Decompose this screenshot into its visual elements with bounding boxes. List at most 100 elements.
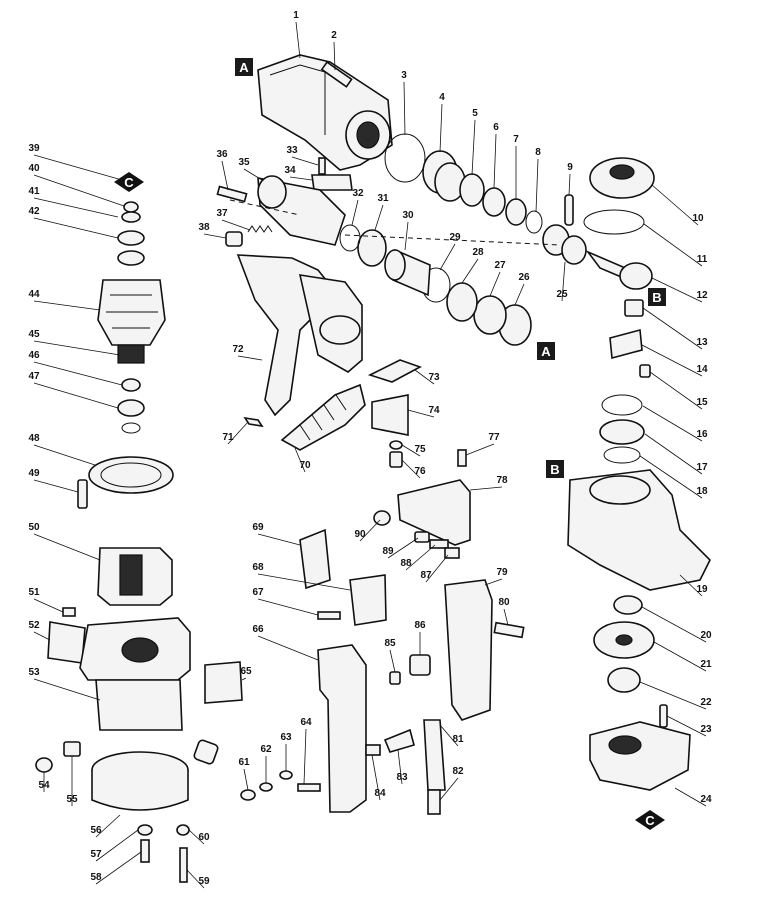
leader-line-13	[642, 307, 703, 350]
callout-25: 25	[556, 289, 568, 300]
part-60-washer	[176, 824, 190, 836]
callout-39: 39	[28, 143, 40, 154]
part-78-bracket	[397, 479, 471, 546]
callout-13: 13	[696, 337, 708, 348]
svg-text:C: C	[645, 813, 655, 828]
callout-54: 54	[38, 780, 50, 791]
callout-56: 56	[90, 825, 102, 836]
callout-66: 66	[252, 624, 264, 635]
callout-55: 55	[66, 794, 78, 805]
callout-37: 37	[216, 208, 228, 219]
leader-line-6	[493, 133, 497, 189]
part-9-pin	[564, 194, 574, 226]
part-44-armature	[97, 279, 166, 364]
callout-10: 10	[692, 213, 704, 224]
part-5-ring	[459, 173, 485, 207]
leader-line-65	[241, 677, 247, 681]
part-74-bracket	[371, 394, 409, 436]
leader-line-59	[186, 869, 205, 889]
callout-20: 20	[700, 630, 712, 641]
leader-line-74	[407, 409, 435, 418]
ref-tag-c-text-bottom: C	[645, 813, 655, 828]
callout-79: 79	[496, 567, 508, 578]
leader-line-87	[425, 554, 449, 583]
callout-72: 72	[232, 344, 244, 355]
callout-80: 80	[498, 597, 510, 608]
leader-line-75	[401, 444, 421, 457]
leader-line-19	[679, 574, 703, 597]
ref-tag-c-top	[114, 172, 144, 192]
leader-line-80	[503, 608, 509, 626]
callout-4: 4	[439, 92, 445, 103]
leader-line-57	[95, 829, 139, 862]
part-86-block	[409, 654, 431, 676]
leader-line-47	[33, 382, 119, 409]
part-24-gear-cover	[589, 721, 691, 791]
leader-line-37	[221, 219, 251, 231]
part-48-baffle	[88, 456, 174, 494]
part-73-clamp	[367, 359, 422, 383]
callout-64: 64	[300, 717, 312, 728]
callout-53: 53	[28, 667, 40, 678]
callout-67: 67	[252, 587, 264, 598]
leader-line-28	[461, 258, 479, 284]
part-36-screw	[216, 185, 248, 203]
callout-52: 52	[28, 620, 40, 631]
part-30-striker	[384, 248, 431, 297]
callout-71: 71	[222, 432, 234, 443]
callout-40: 40	[28, 163, 40, 174]
callout-6: 6	[493, 122, 499, 133]
leader-line-36	[221, 160, 229, 191]
leader-line-17	[644, 433, 703, 475]
leader-line-3	[403, 81, 406, 136]
part-3-o-ring	[384, 133, 426, 183]
callout-45: 45	[28, 329, 40, 340]
callout-8: 8	[535, 147, 541, 158]
callout-23: 23	[700, 724, 712, 735]
part-69-switch-cover	[299, 528, 331, 590]
leader-line-31	[374, 204, 384, 231]
part-22-bearing	[607, 667, 641, 693]
callout-61: 61	[238, 757, 250, 768]
callout-17: 17	[696, 462, 708, 473]
svg-text:B: B	[652, 290, 661, 305]
callout-59: 59	[198, 876, 210, 887]
leader-line-89	[387, 537, 419, 559]
callout-3: 3	[401, 70, 407, 81]
leader-line-2	[333, 41, 336, 71]
part-75-washer	[389, 440, 403, 450]
callout-layer: 1234567891011121314151617181920212223242…	[28, 10, 712, 887]
leader-line-35	[243, 168, 263, 181]
part-23-pin	[659, 704, 668, 728]
callout-62: 62	[260, 744, 272, 755]
part-58-screw	[140, 839, 150, 863]
leader-line-1	[295, 21, 301, 59]
callout-58: 58	[90, 872, 102, 883]
leader-line-30	[404, 221, 409, 251]
callout-11: 11	[697, 254, 708, 265]
callout-41: 41	[28, 186, 40, 197]
leader-line-32	[351, 199, 359, 226]
callout-21: 21	[700, 659, 712, 670]
part-12-crank	[585, 250, 653, 290]
leader-line-88	[405, 544, 436, 571]
part-37-spring	[247, 225, 273, 233]
ref-tag-b-top: B	[648, 288, 666, 306]
part-80-pin	[493, 621, 525, 639]
part-87-screw	[444, 547, 460, 559]
callout-16: 16	[696, 429, 708, 440]
part-81-cord-guard	[423, 719, 446, 815]
part-2-bolt	[320, 61, 353, 88]
leader-line-64	[303, 728, 307, 785]
part-6-ring	[482, 187, 506, 217]
leader-line-48	[33, 444, 96, 466]
leader-line-5	[471, 119, 476, 176]
leader-line-38	[203, 233, 227, 239]
callout-68: 68	[252, 562, 264, 573]
part-14-crank	[609, 328, 643, 360]
part-4-piston	[422, 150, 466, 202]
part-79-handle-half	[444, 579, 493, 721]
part-88-screw	[429, 539, 449, 549]
part-19-gear-housing	[567, 469, 711, 591]
part-41-washer	[121, 211, 141, 223]
